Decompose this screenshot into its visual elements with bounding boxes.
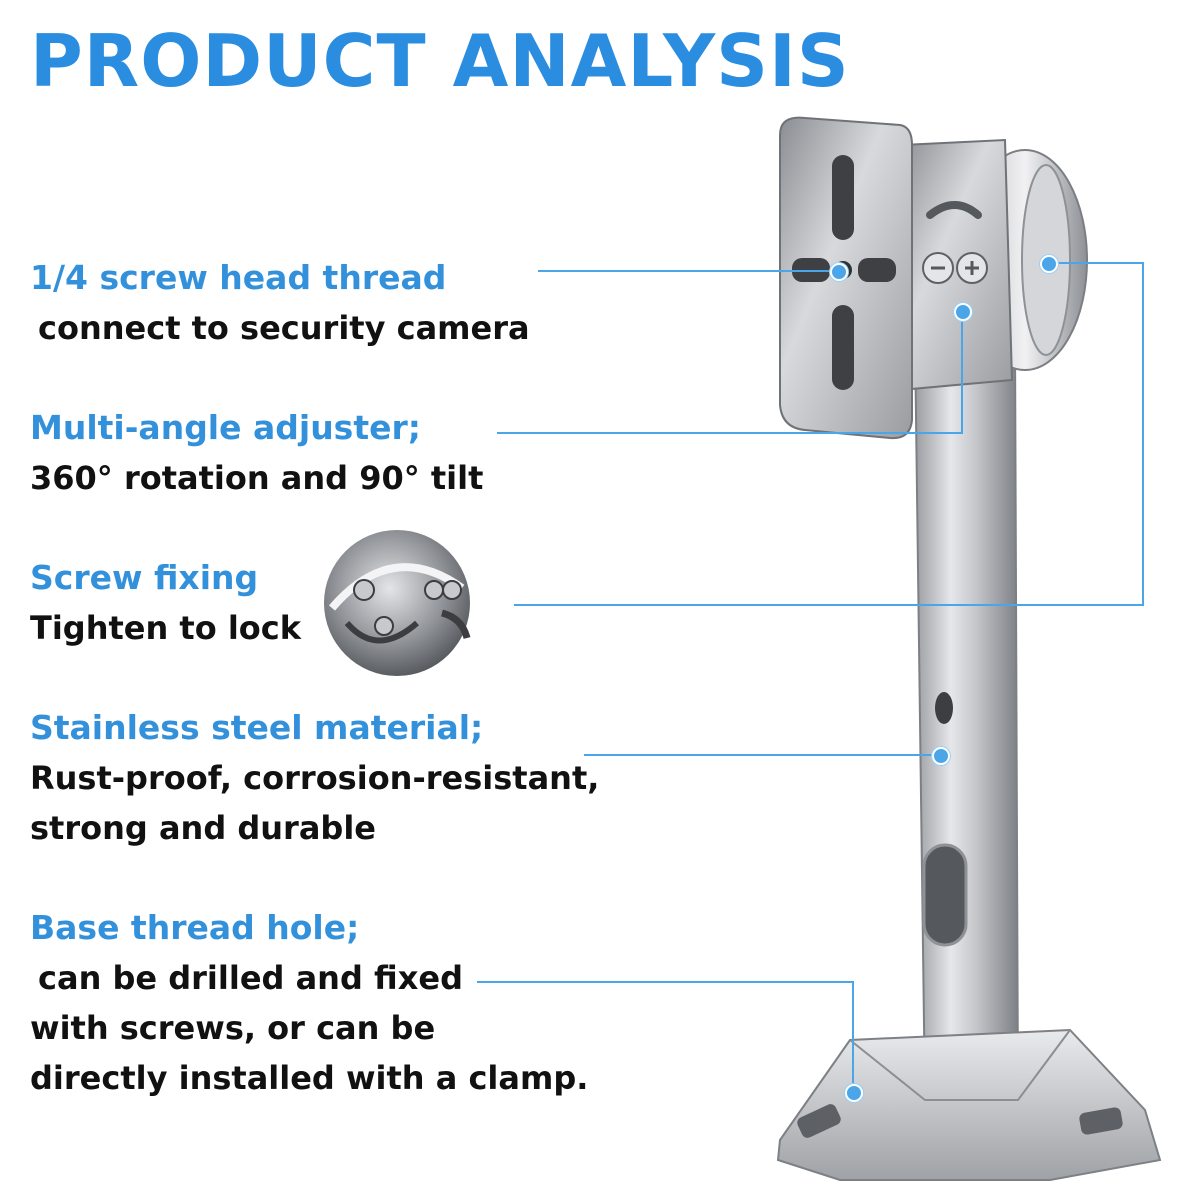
camera-bracket-image (776, 116, 1162, 1181)
feature-heading: Multi-angle adjuster; (30, 408, 421, 447)
feature-base-thread-hole: Base thread hole; can be drilled and fix… (30, 903, 630, 1103)
callout-dot-thread (830, 263, 848, 281)
callout-line-fixing-vertical (1142, 262, 1144, 606)
feature-screw-thread: 1/4 screw head thread connect to securit… (30, 253, 630, 353)
feature-stainless-steel: Stainless steel material; Rust-proof, co… (30, 703, 630, 853)
callout-line-adjuster (497, 432, 963, 434)
screw-closeup-image (324, 530, 471, 676)
callout-dot-adjuster (954, 303, 972, 321)
feature-description: Rust-proof, corrosion-resistant, (30, 759, 600, 797)
callout-dot-base (845, 1084, 863, 1102)
page-title: PRODUCT ANALYSIS (30, 19, 850, 103)
callout-line-thread (538, 270, 838, 272)
callout-line-adjuster-vertical (961, 312, 963, 434)
feature-heading: Base thread hole; (30, 908, 360, 947)
callout-dot-steel (932, 747, 950, 765)
feature-heading: Screw fixing (30, 558, 259, 597)
callout-dot-fixing (1040, 255, 1058, 273)
feature-description: 360° rotation and 90° tilt (30, 459, 484, 497)
feature-screw-fixing: Screw fixing Tighten to lock (30, 553, 630, 653)
feature-multi-angle: Multi-angle adjuster; 360° rotation and … (30, 403, 630, 503)
feature-heading: Stainless steel material; (30, 708, 484, 747)
feature-description: can be drilled and fixed (38, 959, 463, 997)
feature-description: Tighten to lock (30, 609, 302, 647)
callout-line-fixing (514, 604, 1144, 606)
feature-description: connect to security camera (38, 309, 530, 347)
feature-description: strong and durable (30, 809, 376, 847)
feature-heading: 1/4 screw head thread (30, 258, 447, 297)
feature-description: with screws, or can be (30, 1009, 436, 1047)
callout-line-steel (584, 754, 940, 756)
feature-description: directly installed with a clamp. (30, 1059, 589, 1097)
callout-line-base-vertical (852, 981, 854, 1091)
callout-line-fixing-top (1048, 262, 1144, 264)
callout-line-base (477, 981, 854, 983)
